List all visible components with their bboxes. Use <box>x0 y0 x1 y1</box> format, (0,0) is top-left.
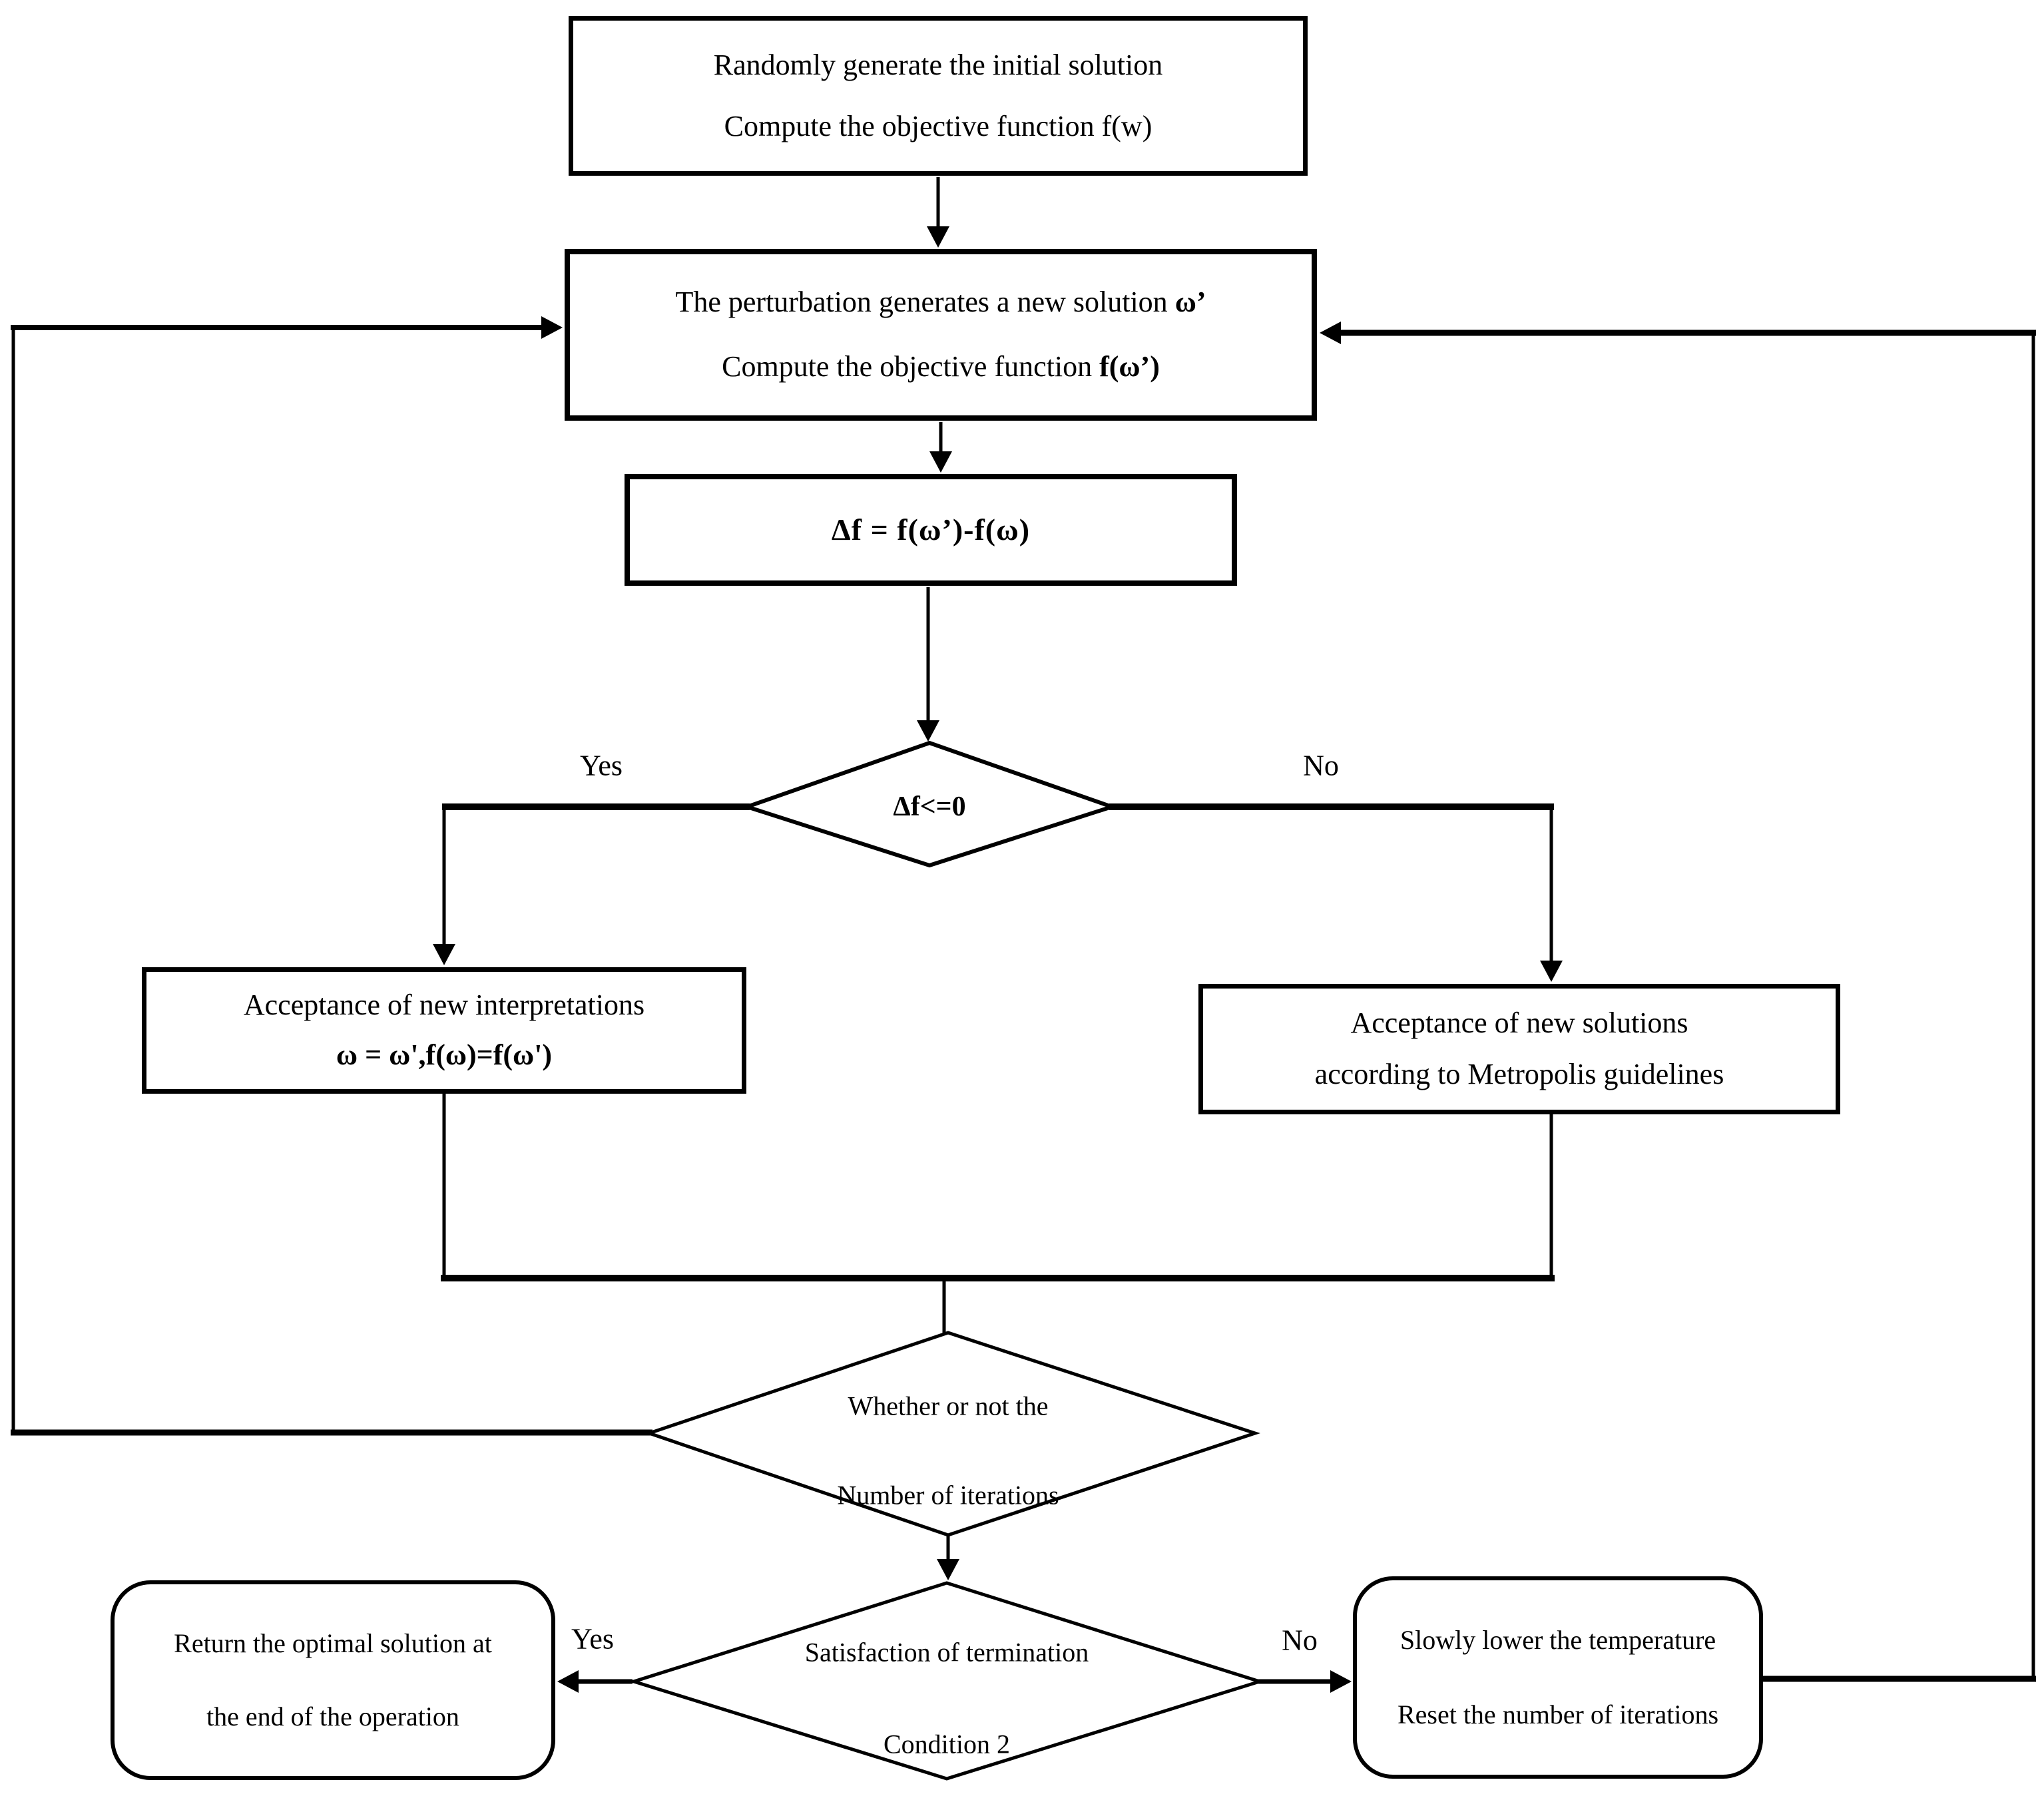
decision-delta-label: Δf<=0 <box>893 791 966 822</box>
edge-termination-yes <box>557 1670 633 1693</box>
node-perturb-line2-math: f(ω’) <box>1099 350 1160 383</box>
node-init: Randomly generate the initial solution C… <box>569 16 1308 176</box>
node-return-optimal-line1: Return the optimal solution at <box>174 1628 492 1658</box>
node-perturb-line2-text: Compute the objective function <box>722 350 1100 383</box>
decision-iterations-line1: Whether or not the <box>848 1391 1049 1421</box>
edge-iterations-loop-back-to-perturb <box>11 316 652 1436</box>
node-accept-new-line1: Acceptance of new interpretations <box>243 989 645 1022</box>
node-init-line2: Compute the objective function f(w) <box>724 109 1152 142</box>
edge-delta-decision-yes <box>433 803 750 965</box>
node-accept-metropolis-line2: according to Metropolis guidelines <box>1314 1058 1724 1091</box>
node-perturb-line1-math: ω’ <box>1174 286 1206 319</box>
decision-iterations-shape <box>644 1331 1260 1537</box>
edge-perturb-to-delta <box>929 422 952 473</box>
node-accept-metropolis-line1: Acceptance of new solutions <box>1350 1007 1688 1040</box>
node-perturb: The perturbation generates a new solutio… <box>565 249 1317 421</box>
edge-iterations-to-termination <box>937 1534 959 1580</box>
edge-delta-to-delta-decision <box>917 587 939 742</box>
decision-termination-line2: Condition 2 <box>883 1729 1011 1759</box>
node-init-line1: Randomly generate the initial solution <box>713 49 1163 82</box>
node-delta: Δf = f(ω’)-f(ω) <box>625 474 1237 586</box>
edge-lower-temperature-loop-back-to-perturb <box>1320 322 2036 1682</box>
node-perturb-line1: The perturbation generates a new solutio… <box>675 286 1206 318</box>
label-delta-yes: Yes <box>579 749 623 782</box>
node-accept-new: Acceptance of new interpretations ω = ω'… <box>142 967 746 1094</box>
node-perturb-line1-text: The perturbation generates a new solutio… <box>675 286 1175 319</box>
edge-termination-no <box>1258 1670 1352 1693</box>
decision-termination-line1: Satisfaction of termination <box>804 1637 1089 1668</box>
edge-delta-decision-no <box>1109 803 1563 982</box>
node-lower-temperature-line1: Slowly lower the temperature <box>1400 1625 1716 1655</box>
label-delta-no: No <box>1303 749 1339 782</box>
decision-termination-shape <box>628 1581 1266 1781</box>
node-return-optimal: Return the optimal solution at the end o… <box>111 1580 555 1780</box>
node-lower-temperature: Slowly lower the temperature Reset the n… <box>1353 1576 1763 1779</box>
node-perturb-line2: Compute the objective function f(ω’) <box>722 351 1160 383</box>
node-accept-new-line2: ω = ω',f(ω)=f(ω') <box>336 1038 553 1072</box>
decision-iterations-line2: Number of iterations <box>837 1480 1059 1510</box>
node-accept-metropolis: Acceptance of new solutions according to… <box>1198 984 1840 1114</box>
node-delta-formula: Δf = f(ω’)-f(ω) <box>831 512 1031 547</box>
label-termination-no: No <box>1282 1624 1318 1657</box>
decision-delta-shape <box>740 740 1119 868</box>
edge-init-to-perturb <box>927 177 949 248</box>
node-lower-temperature-line2: Reset the number of iterations <box>1397 1699 1719 1729</box>
label-termination-yes: Yes <box>571 1622 615 1656</box>
node-return-optimal-line2: the end of the operation <box>206 1701 459 1732</box>
